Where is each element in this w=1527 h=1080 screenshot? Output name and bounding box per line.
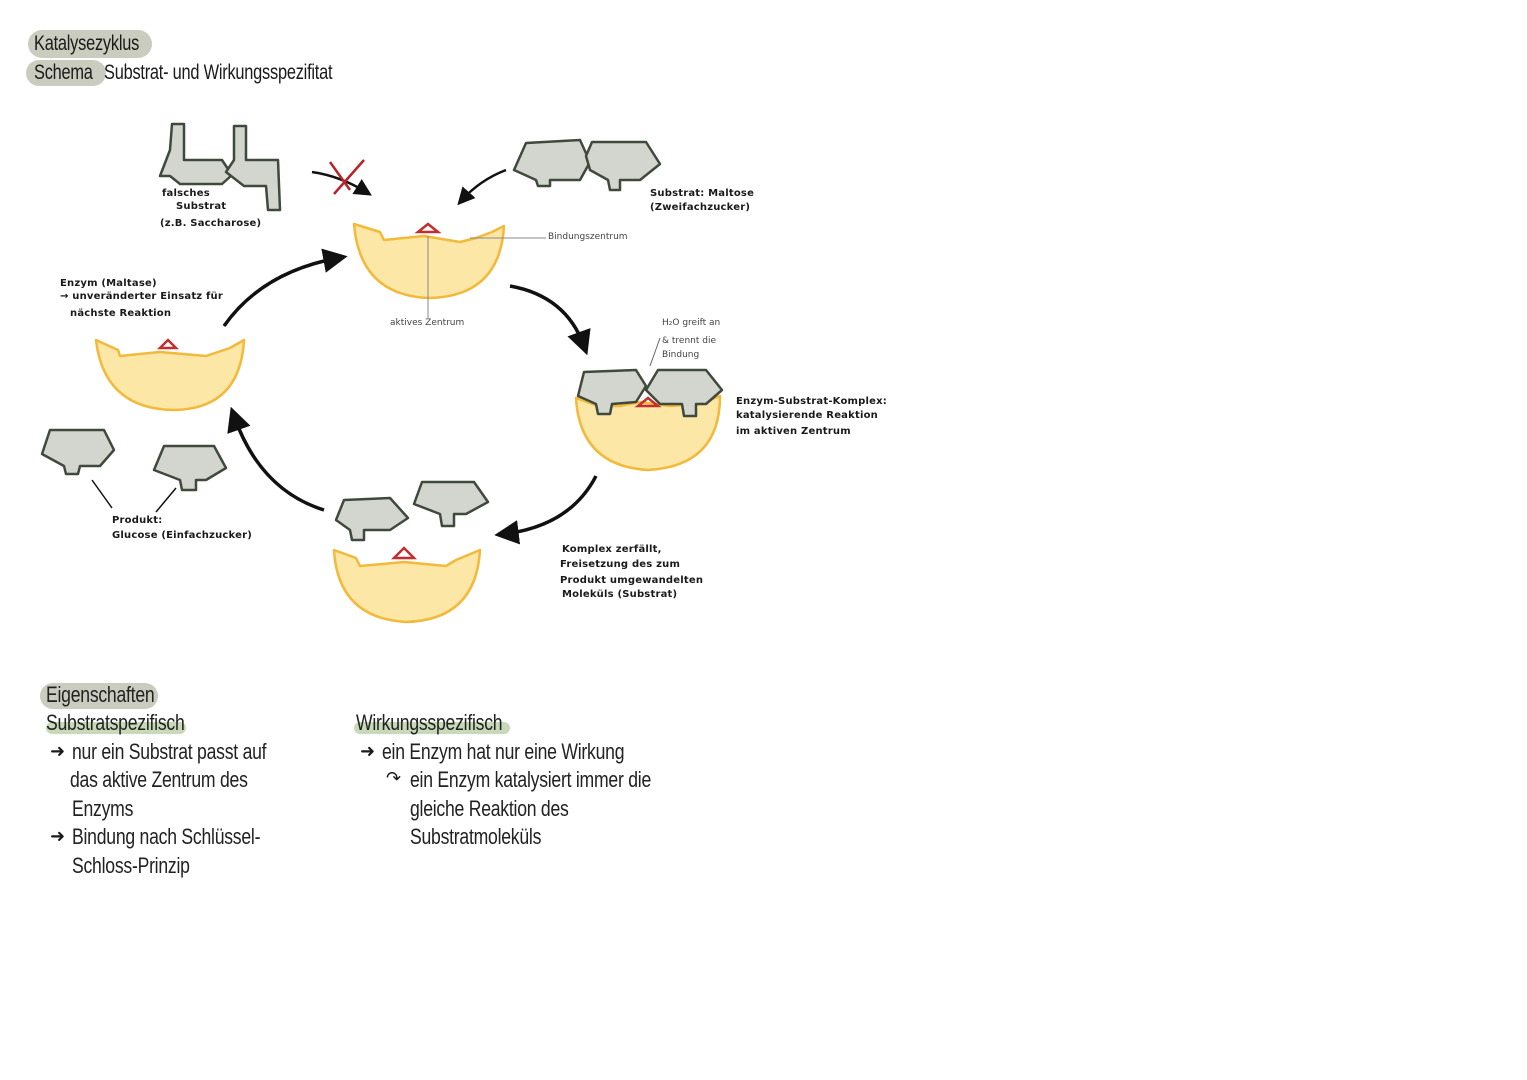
right-sub-line-2: gleiche Reaktion des <box>410 796 569 821</box>
wrong-substrate-label-3: (z.B. Saccharose) <box>160 218 262 229</box>
cycle-arrow-2 <box>494 475 598 545</box>
binding-center-label: Bindungszentrum <box>548 232 628 242</box>
action-specific-highlight <box>354 722 510 734</box>
water-label-2: & trennt die <box>662 336 716 346</box>
left-item-1-line-1: nur ein Substrat passt auf <box>72 739 267 764</box>
wrong-substrate-label-2: Substrat <box>176 201 227 212</box>
decay-label-3: Produkt umgewandelten <box>560 575 704 586</box>
right-sub-line-1: ein Enzym katalysiert immer die <box>410 767 651 792</box>
substrate-label-1: Substrat: Maltose <box>650 188 755 199</box>
left-item-1-line-3: Enzyms <box>72 796 134 821</box>
active-center-label: aktives Zentrum <box>390 318 465 328</box>
right-sub-line-3: Substratmoleküls <box>410 824 542 849</box>
left-item-2-line-1: Bindung nach Schlüssel- <box>72 824 261 849</box>
arrow-icon: ➜ <box>50 826 66 847</box>
left-item-1-line-2: das aktive Zentrum des <box>70 767 248 792</box>
maltose-molecule <box>512 138 662 192</box>
complex-label-2: katalysierende Reaktion <box>736 410 878 421</box>
cycle-arrow-3 <box>227 406 325 512</box>
water-label-1: H₂O greift an <box>662 318 721 328</box>
wrong-substrate-molecule <box>158 122 282 212</box>
decay-label-4: Moleküls (Substrat) <box>562 589 678 600</box>
substrate-arrow <box>457 168 507 206</box>
substrate-specific-highlight <box>46 722 186 734</box>
blocked-arrow <box>311 159 372 196</box>
product-label-1: Produkt: <box>112 515 163 526</box>
substrate-specific-title: Substratspezifisch <box>46 710 185 735</box>
decay-label-2: Freisetzung des zum <box>560 559 681 570</box>
properties-heading: Eigenschaften <box>46 682 155 707</box>
subtitle-highlight <box>26 60 106 86</box>
cycle-arrow-1 <box>509 284 591 356</box>
enzyme-bottom <box>332 480 490 624</box>
left-item-2-line-2: Schloss-Prinzip <box>72 853 190 878</box>
arrow-icon: ➜ <box>360 741 376 762</box>
enzyme-substrate-complex <box>574 368 724 472</box>
complex-label-3: im aktiven Zentrum <box>736 426 851 437</box>
decay-label-1: Komplex zerfällt, <box>562 544 662 555</box>
glucose-products <box>40 428 228 492</box>
cycle-arrow-4 <box>222 248 348 328</box>
page-title: Katalysezyklus <box>34 32 140 55</box>
product-label-2: Glucose (Einfachzucker) <box>112 530 252 541</box>
enzyme-left <box>94 338 246 412</box>
subtitle-prefix: Schema <box>34 61 93 84</box>
subtitle-text: Substrat- und Wirkungsspezifitat <box>104 61 333 84</box>
enzyme-label-2: → unveränderter Einsatz für <box>60 291 224 302</box>
enzyme-top <box>352 222 506 300</box>
water-label-3: Bindung <box>662 350 700 360</box>
complex-label-1: Enzym-Substrat-Komplex: <box>736 396 887 407</box>
enzyme-label-1: Enzym (Maltase) <box>60 278 157 289</box>
wrong-substrate-label-1: falsches <box>162 188 210 199</box>
substrate-label-2: (Zweifachzucker) <box>650 202 751 213</box>
action-specific-title: Wirkungsspezifisch <box>356 710 503 735</box>
curved-arrow-icon: ↷ <box>386 768 402 789</box>
right-item-line: ein Enzym hat nur eine Wirkung <box>382 739 625 764</box>
properties-heading-highlight <box>40 683 158 709</box>
title-highlight <box>28 30 152 58</box>
arrow-icon: ➜ <box>50 741 66 762</box>
enzyme-label-3: nächste Reaktion <box>70 308 172 319</box>
